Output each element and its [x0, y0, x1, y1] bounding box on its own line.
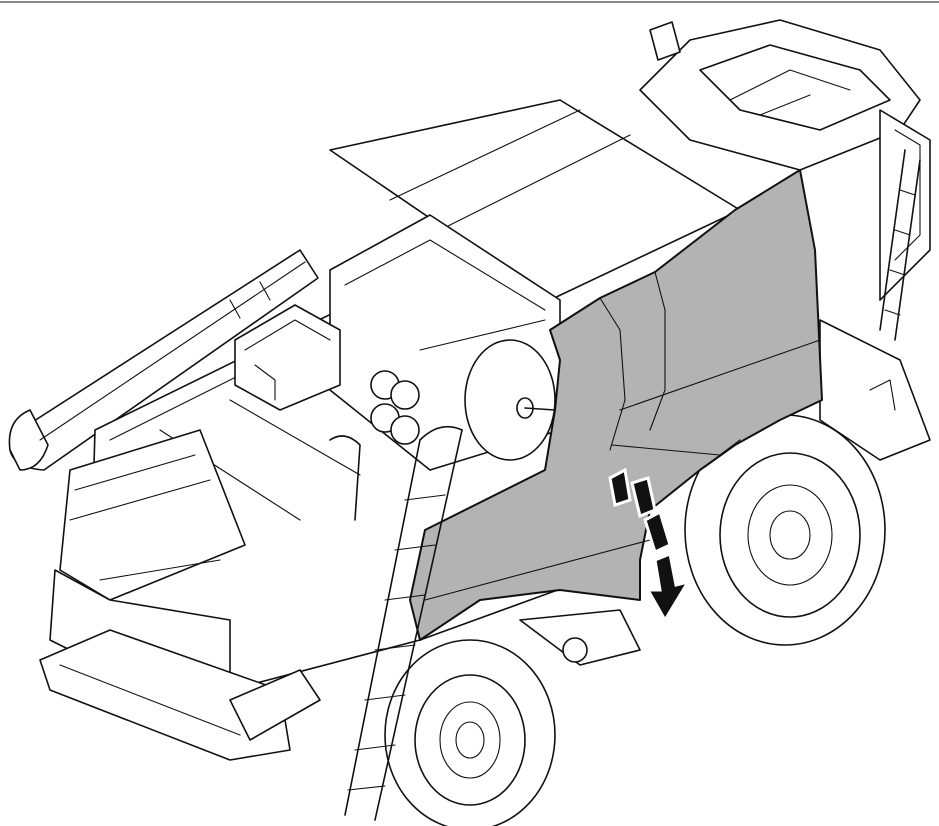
filter-cylinders	[370, 370, 420, 445]
unloading-auger	[8, 249, 319, 471]
operator-cab	[639, 19, 931, 301]
right-platform	[819, 319, 931, 461]
side-ladder	[329, 425, 463, 821]
cab-ladder	[879, 149, 921, 341]
feeder-house	[39, 629, 321, 761]
front-wheel	[384, 639, 556, 826]
cab-mirror	[649, 21, 681, 61]
radiator-fan	[464, 339, 556, 461]
highlighted-side-panel	[409, 169, 823, 641]
air-filter-box	[234, 304, 341, 411]
axle-arm	[519, 609, 641, 666]
rotation-arrow-icon	[608, 467, 692, 623]
